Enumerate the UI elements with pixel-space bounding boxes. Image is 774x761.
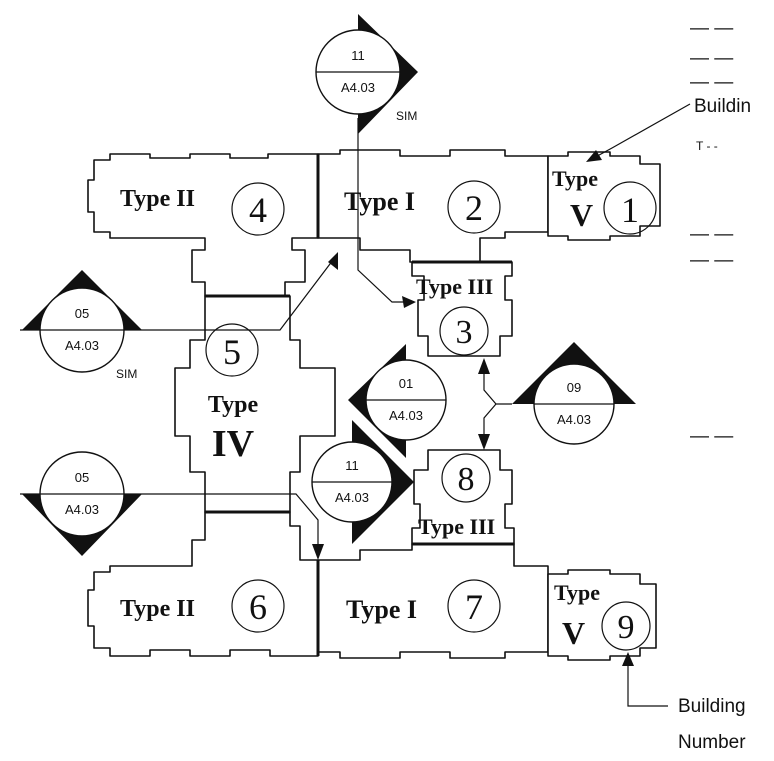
building-number: 8 [458, 461, 475, 498]
legend-lines: — — — — — — — — — — — — [690, 18, 733, 447]
legend-line: — — [690, 72, 733, 93]
building-type-label: V [570, 197, 593, 233]
section-note: SIM [396, 109, 417, 123]
building-number-circle [603, 181, 657, 235]
arrowhead [586, 150, 602, 162]
arrowhead [402, 296, 416, 308]
building-type-label: Type [554, 580, 600, 605]
section-sheet-number: A4.03 [335, 490, 369, 505]
section-marker: 05 A4.03 SIM [22, 270, 142, 381]
legend-line: — — [690, 18, 733, 39]
building-number: 3 [456, 314, 473, 351]
legend-line: — — [690, 426, 733, 447]
section-detail-number: 09 [567, 380, 581, 395]
leader-lines [20, 103, 691, 707]
leader-line [627, 656, 668, 707]
callout-notes: Buildin T - - Building Number [678, 96, 751, 753]
callout-top-label: Buildin [694, 96, 751, 117]
building-type-label: Type [208, 392, 259, 418]
leader-line [589, 103, 691, 161]
building-number: 9 [618, 609, 635, 646]
section-detail-number: 11 [345, 458, 359, 473]
section-sheet-number: A4.03 [65, 502, 99, 517]
building-footprints [87, 149, 661, 661]
section-sheet-number: A4.03 [389, 408, 423, 423]
building-number: 4 [249, 190, 267, 230]
building-number: 5 [223, 332, 241, 372]
legend-line: — — [690, 224, 733, 245]
building-labels: Type II 4 Type I 2 Type V 1 Type III 3 5… [120, 166, 657, 651]
building-number-circle [447, 579, 501, 633]
section-detail-number: 05 [75, 470, 89, 485]
building-type-label: Type II [120, 596, 195, 622]
building-number-circle [205, 323, 259, 377]
building-number: 2 [465, 188, 483, 228]
arrowhead [478, 434, 490, 450]
section-sheet-number: A4.03 [557, 412, 591, 427]
building-7-outline [317, 543, 549, 659]
building-type-label: Type I [344, 187, 415, 216]
section-marker: 11 A4.03 [311, 420, 414, 544]
legend-line: — — [690, 48, 733, 69]
building-number-circle [439, 306, 489, 356]
building-number-circle [447, 180, 501, 234]
arrowhead [622, 652, 634, 666]
building-type-label: Type I [346, 595, 417, 624]
callout-bottom-label: Building [678, 696, 746, 717]
building-4-outline [87, 153, 319, 297]
building-number-circle [441, 453, 491, 503]
building-number: 7 [465, 587, 483, 627]
leader-line [20, 493, 319, 556]
building-number: 6 [249, 587, 267, 627]
building-type-label: Type [552, 166, 598, 191]
section-note: SIM [116, 367, 137, 381]
building-type-label: Type III [416, 274, 493, 299]
section-markers: 11 A4.03 SIM 05 A4.03 SIM 01 A4.03 09 [22, 14, 636, 556]
arrowhead [478, 358, 490, 374]
building-number: 1 [621, 190, 639, 230]
building-type-label: Type II [120, 186, 195, 212]
arrowhead [312, 544, 324, 560]
section-detail-number: 01 [399, 376, 413, 391]
section-marker: 11 A4.03 SIM [315, 14, 418, 134]
building-type-label: V [562, 615, 585, 651]
section-sheet-number: A4.03 [341, 80, 375, 95]
callout-bottom-label: Number [678, 732, 746, 753]
building-3-outline [411, 261, 513, 357]
callout-top-sublabel: T - - [696, 139, 718, 153]
section-marker: 09 A4.03 [512, 342, 636, 445]
section-marker: 01 A4.03 [348, 344, 447, 458]
building-9-outline [547, 569, 657, 661]
building-number-circle [601, 601, 651, 651]
leader-line [483, 362, 512, 405]
legend-line: — — [690, 250, 733, 271]
building-number-circle [231, 182, 285, 236]
building-type-label: IV [212, 423, 255, 465]
building-6-outline [87, 511, 319, 657]
section-detail-number: 11 [351, 48, 365, 63]
section-detail-number: 05 [75, 306, 89, 321]
arrowhead [328, 252, 338, 270]
section-sheet-number: A4.03 [65, 338, 99, 353]
building-number-circle [231, 579, 285, 633]
section-marker: 05 A4.03 [22, 451, 142, 556]
building-type-label: Type III [418, 514, 495, 539]
